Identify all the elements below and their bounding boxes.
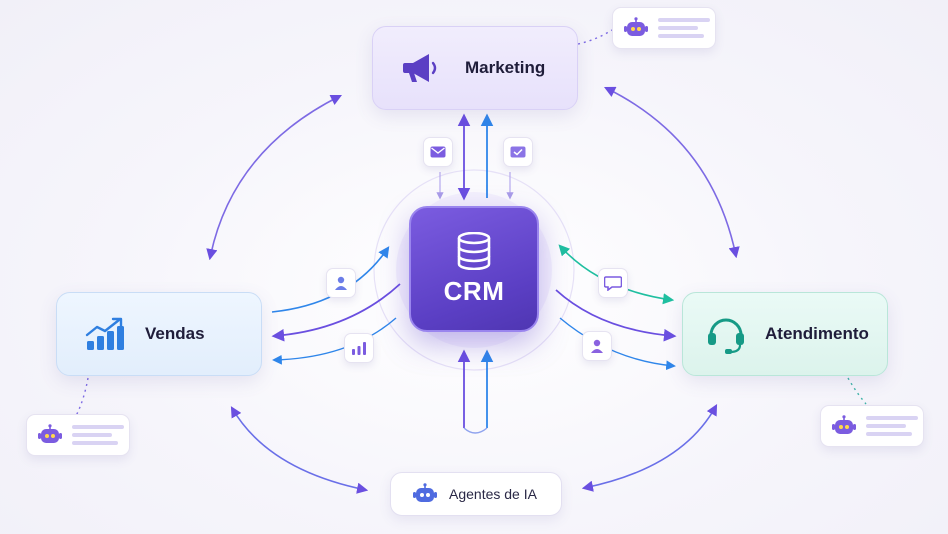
user-badge-left bbox=[326, 268, 356, 298]
dotted-vendas-card bbox=[75, 377, 89, 417]
arc-marketing-vendas bbox=[206, 94, 343, 261]
mail-icon bbox=[430, 146, 446, 158]
arrow-agentes-loop bbox=[463, 427, 488, 434]
arrow-crm-vendas-3 bbox=[272, 317, 397, 365]
chat-bubble-icon bbox=[604, 276, 622, 291]
user-icon bbox=[591, 339, 603, 353]
robot-icon bbox=[413, 483, 437, 502]
mail-check-badge bbox=[503, 137, 533, 167]
marketing-node[interactable]: Marketing bbox=[372, 26, 578, 110]
mail-badge bbox=[423, 137, 453, 167]
bar-chart-icon bbox=[352, 342, 366, 355]
arrow-atendimento-crm-3 bbox=[559, 317, 676, 371]
arrow-crm-vendas-2 bbox=[271, 283, 401, 342]
database-icon bbox=[457, 231, 491, 270]
placeholder-lines bbox=[658, 14, 710, 42]
arc-vendas-agentes bbox=[230, 406, 369, 494]
vendas-label: Vendas bbox=[145, 324, 205, 343]
agentes-ia-node[interactable]: Agentes de IA bbox=[390, 472, 562, 516]
crm-node[interactable]: CRM bbox=[409, 206, 539, 332]
headset-icon bbox=[708, 318, 744, 354]
arc-marketing-atendimento bbox=[603, 86, 740, 259]
placeholder-lines bbox=[866, 412, 918, 440]
robot-icon bbox=[624, 17, 648, 36]
robot-card-vendas bbox=[26, 414, 130, 456]
vendas-node[interactable]: Vendas bbox=[56, 292, 262, 376]
robot-icon bbox=[832, 415, 856, 434]
atendimento-node[interactable]: Atendimento bbox=[682, 292, 888, 376]
bars-badge bbox=[344, 333, 374, 363]
atendimento-label: Atendimento bbox=[765, 324, 869, 343]
megaphone-icon bbox=[403, 54, 437, 82]
chat-badge bbox=[598, 268, 628, 298]
robot-card-atendimento bbox=[820, 405, 924, 447]
marketing-label: Marketing bbox=[465, 58, 546, 77]
arc-agentes-atendimento bbox=[581, 404, 718, 492]
crm-label: CRM bbox=[443, 275, 505, 306]
bar-chart-growth-icon bbox=[85, 317, 124, 350]
user-icon bbox=[335, 276, 347, 290]
arrow-crm-atendimento-2 bbox=[555, 289, 677, 342]
dotted-atendimento-card bbox=[847, 377, 867, 405]
agentes-label: Agentes de IA bbox=[449, 486, 537, 502]
dotted-marketing-card bbox=[577, 29, 613, 45]
robot-card-marketing bbox=[612, 7, 716, 49]
user-badge-right bbox=[582, 331, 612, 361]
mail-check-icon bbox=[510, 146, 526, 158]
robot-icon bbox=[38, 424, 62, 443]
placeholder-lines bbox=[72, 421, 124, 449]
